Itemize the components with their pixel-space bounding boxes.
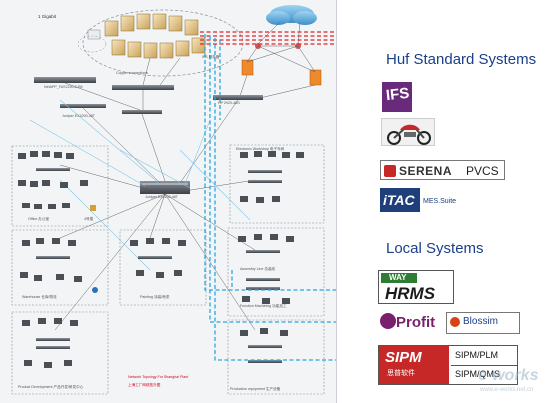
distribution-switch-label: Juniper EX4200-48T bbox=[62, 114, 95, 118]
ifs-logo-text: IFS bbox=[385, 84, 411, 105]
core-switch-label: Juniper EX4200-48T bbox=[145, 195, 178, 199]
firewall-icons bbox=[241, 43, 322, 86]
e-works-watermark: e-works bbox=[478, 367, 539, 384]
blossim-mark-icon bbox=[450, 317, 460, 327]
motorcycle-image bbox=[381, 118, 435, 146]
sipm-brand-text: SIPM bbox=[385, 349, 422, 366]
ifs-server-label: IFS 服务器 bbox=[202, 55, 220, 59]
core-switch bbox=[140, 181, 190, 194]
server-icons bbox=[87, 13, 206, 59]
local-system-links bbox=[204, 34, 336, 361]
network-subtitle: 上海工厂网络拓扑图 bbox=[128, 383, 161, 387]
assembly-area-title: Assembly Line 总装线 bbox=[240, 267, 276, 271]
sipm-plm-text: SIPM/PLM bbox=[455, 350, 499, 360]
profit-blossim-logo[interactable]: Profit Blossim bbox=[378, 310, 520, 338]
office-area-title: Office 办公室 bbox=[28, 217, 50, 221]
distribution-switch-left bbox=[60, 104, 106, 108]
itac-badge bbox=[380, 188, 420, 212]
hrms-way-text: WAY bbox=[389, 273, 407, 282]
function-area-title: Function Machining 功能加工 bbox=[240, 304, 287, 308]
itac-product-text: MES.Suite bbox=[423, 198, 457, 205]
server-cluster-outline bbox=[82, 9, 244, 77]
serena-mark-icon bbox=[384, 165, 396, 177]
production-area-title: Production equipment 生产设备 bbox=[230, 387, 281, 391]
network-title: Network Topology For Shanghai Plant bbox=[128, 375, 189, 379]
serena-pvcs-logo[interactable]: SERENA PVCS bbox=[380, 160, 505, 180]
access-switches bbox=[36, 168, 282, 363]
area-boxes bbox=[11, 144, 325, 395]
distribution-switch-mid bbox=[122, 110, 162, 114]
local-systems-heading: Local Systems bbox=[386, 240, 484, 257]
huf-standard-systems-heading: Huf Standard Systems bbox=[386, 51, 537, 68]
blossim-badge bbox=[446, 312, 520, 334]
workstation-icons bbox=[18, 151, 304, 368]
sipm-plm-cell bbox=[451, 346, 517, 366]
e-works-watermark-url: www.e-works.net.cn bbox=[480, 387, 534, 393]
topology-graphics bbox=[11, 5, 336, 395]
profit-mark-icon bbox=[380, 313, 396, 329]
router-links bbox=[239, 21, 316, 99]
serena-product-text: PVCS bbox=[466, 164, 499, 178]
office-floor-label: 4号楼 bbox=[84, 217, 94, 221]
hrms-way-badge bbox=[381, 273, 417, 283]
blossim-text: Blossim bbox=[463, 316, 499, 327]
distribution-switch-right bbox=[213, 95, 263, 100]
network-topology-diagram: 1 Gigabit IFS 服务器 Copper connections Net… bbox=[0, 0, 337, 403]
fiber-links bbox=[29, 99, 251, 271]
sipm-qms-text: SIPM/QMS bbox=[455, 369, 501, 379]
ifs-logo[interactable]: IFS bbox=[382, 82, 412, 112]
copper-label: Copper connections bbox=[116, 71, 148, 75]
warehouse-area-title: Warehouse 仓库/物流 bbox=[22, 295, 57, 299]
storage-switch bbox=[34, 77, 96, 83]
serena-brand-text: SERENA bbox=[399, 164, 453, 178]
hrms-text: HRMS bbox=[385, 284, 436, 303]
workshop-area-title: Electronic Workshop 电子车间 bbox=[236, 147, 285, 151]
huf-system-links bbox=[200, 31, 336, 45]
sipm-badge bbox=[379, 346, 449, 384]
internet-cloud-icon bbox=[266, 5, 317, 25]
painting-area-title: Painting 涂装/喷漆 bbox=[140, 295, 170, 299]
sipm-logo[interactable]: SIPM 思普软件 SIPM/PLM SIPM/QMS bbox=[378, 345, 518, 385]
motorcycle-icon bbox=[387, 124, 431, 145]
product-dev-area-title: Product Development 产品开发/研发中心 bbox=[18, 385, 84, 389]
hrms-logo[interactable]: WAY HRMS bbox=[378, 270, 454, 304]
storage-switch-label: NetAPP_FAS2240-2-R6 bbox=[44, 85, 83, 89]
gigabit-label: 1 Gigabit bbox=[38, 14, 57, 19]
sipm-cn-text: 思普软件 bbox=[387, 370, 415, 377]
right-switch-label: HP 2920-48G bbox=[218, 101, 240, 105]
itac-brand-text: iTAC bbox=[383, 192, 415, 208]
copper-switch bbox=[112, 85, 174, 90]
profit-text: Profit bbox=[396, 314, 436, 331]
itac-mes-logo[interactable]: iTAC MES.Suite bbox=[380, 186, 466, 214]
